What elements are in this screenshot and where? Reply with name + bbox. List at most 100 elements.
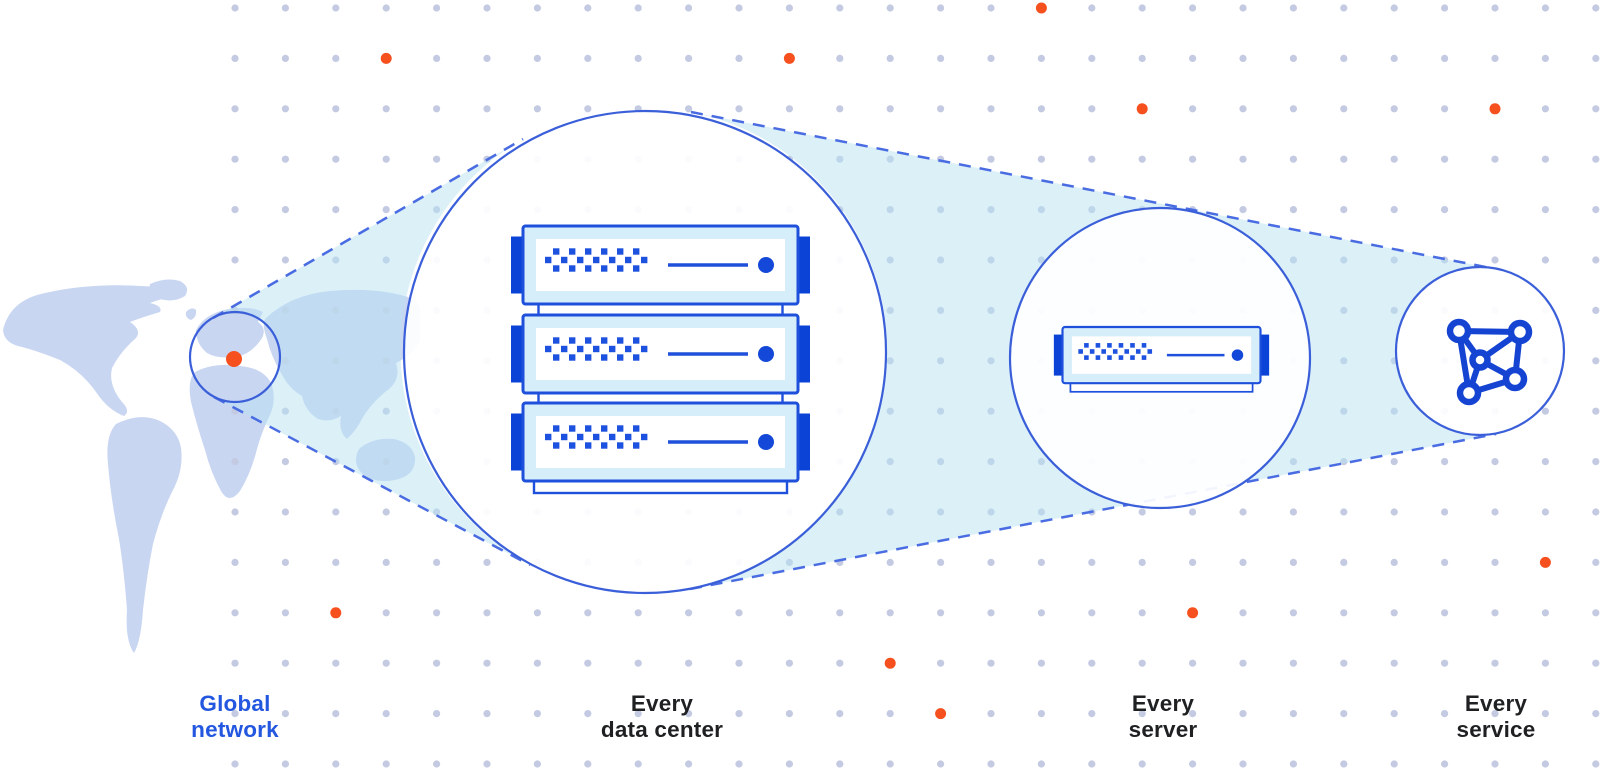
grid-dot xyxy=(1491,609,1499,617)
grid-dot xyxy=(332,508,340,516)
grid-dot xyxy=(382,760,390,768)
grid-dot xyxy=(483,659,491,667)
grid-dot xyxy=(1189,105,1197,113)
grid-dot xyxy=(1390,4,1398,12)
pixel-square xyxy=(585,248,592,255)
grid-dot xyxy=(735,105,743,113)
grid-dot xyxy=(1592,4,1600,12)
grid-dot xyxy=(1390,558,1398,567)
grid-dot xyxy=(886,558,894,567)
grid-dot xyxy=(1541,54,1549,63)
global-network-marker xyxy=(188,310,282,404)
grid-dot xyxy=(987,659,995,667)
grid-dot xyxy=(1138,609,1146,617)
pixel-square xyxy=(569,265,576,272)
pixel-square xyxy=(617,337,624,344)
grid-dot xyxy=(685,4,693,12)
accent-dot xyxy=(380,52,392,64)
grid-dot xyxy=(987,558,995,567)
grid-dot xyxy=(584,609,592,617)
grid-dot xyxy=(937,558,945,567)
grid-dot xyxy=(1289,760,1297,768)
grid-dot xyxy=(1239,4,1247,12)
grid-dot xyxy=(1289,609,1297,617)
grid-dot xyxy=(332,710,340,718)
accent-dot xyxy=(1187,607,1199,619)
grid-dot xyxy=(937,4,945,12)
grid-dot xyxy=(1441,4,1449,12)
grid-dot xyxy=(483,54,491,63)
pixel-square xyxy=(553,354,560,361)
pixel-square xyxy=(577,345,584,353)
server-pixel-matrix xyxy=(1078,343,1153,360)
grid-dot xyxy=(533,710,542,718)
grid-dot xyxy=(281,155,289,163)
grid-dot xyxy=(1491,256,1499,264)
dashed-tangent-line xyxy=(213,395,531,567)
grid-dot xyxy=(685,54,693,63)
pixel-square xyxy=(601,425,608,432)
pixel-square xyxy=(1141,355,1147,360)
pixel-square xyxy=(1147,349,1153,354)
grid-dot xyxy=(836,105,844,113)
grid-dot xyxy=(382,558,390,567)
server-indicator-dot xyxy=(758,346,774,362)
grid-dot xyxy=(1340,206,1348,214)
grid-dot xyxy=(382,710,390,718)
grid-dot xyxy=(1390,105,1398,113)
grid-dot xyxy=(533,54,542,63)
grid-dot xyxy=(987,710,995,718)
grid-dot xyxy=(735,710,743,718)
grid-dot xyxy=(1541,760,1549,768)
grid-dot xyxy=(1592,256,1600,264)
grid-dot xyxy=(1491,659,1499,667)
grid-dot xyxy=(433,4,441,12)
pixel-square xyxy=(585,265,592,272)
grid-dot xyxy=(735,4,743,12)
pixel-square xyxy=(1112,349,1118,354)
grid-dot xyxy=(1239,609,1247,617)
grid-dot xyxy=(281,256,289,264)
grid-dot xyxy=(1592,54,1600,63)
dashed-tangent-line xyxy=(690,110,1497,271)
grid-dot xyxy=(433,54,441,63)
grid-dot xyxy=(785,609,794,617)
grid-dot xyxy=(1340,155,1348,163)
grid-dot xyxy=(1239,54,1247,63)
grid-dot xyxy=(1037,710,1045,718)
pixel-square xyxy=(633,248,640,255)
pixel-square xyxy=(641,433,648,441)
grid-dot xyxy=(836,4,844,12)
grid-dot xyxy=(937,609,945,617)
pixel-square xyxy=(601,442,608,449)
grid-dot xyxy=(231,458,239,466)
grid-dot xyxy=(886,4,894,12)
grid-dot xyxy=(533,105,542,113)
server-pixel-matrix xyxy=(545,248,648,272)
grid-dot xyxy=(886,105,894,113)
grid-dot xyxy=(1441,206,1449,214)
grid-dot xyxy=(1340,54,1348,63)
grid-dot xyxy=(735,760,743,768)
dashed-tangent-line xyxy=(689,432,1497,591)
grid-dot xyxy=(483,760,491,768)
pixel-square xyxy=(609,345,616,353)
grid-dot xyxy=(281,4,289,12)
grid-dot xyxy=(1592,659,1600,667)
grid-dot xyxy=(1390,659,1398,667)
label-line: Every xyxy=(1131,691,1195,716)
grid-dot xyxy=(1239,710,1247,718)
grid-dot xyxy=(836,710,844,718)
grid-dot xyxy=(886,760,894,768)
pixel-square xyxy=(545,433,552,441)
grid-dot xyxy=(1289,558,1297,567)
grid-dot xyxy=(1138,760,1146,768)
grid-dot xyxy=(634,54,642,63)
grid-dot xyxy=(1592,407,1600,415)
continent-greenland xyxy=(149,279,188,301)
grid-dot xyxy=(1441,155,1449,163)
grid-dot xyxy=(1088,760,1096,768)
graph-node xyxy=(1507,319,1533,345)
grid-dot xyxy=(1541,407,1549,415)
grid-dot xyxy=(332,4,340,12)
